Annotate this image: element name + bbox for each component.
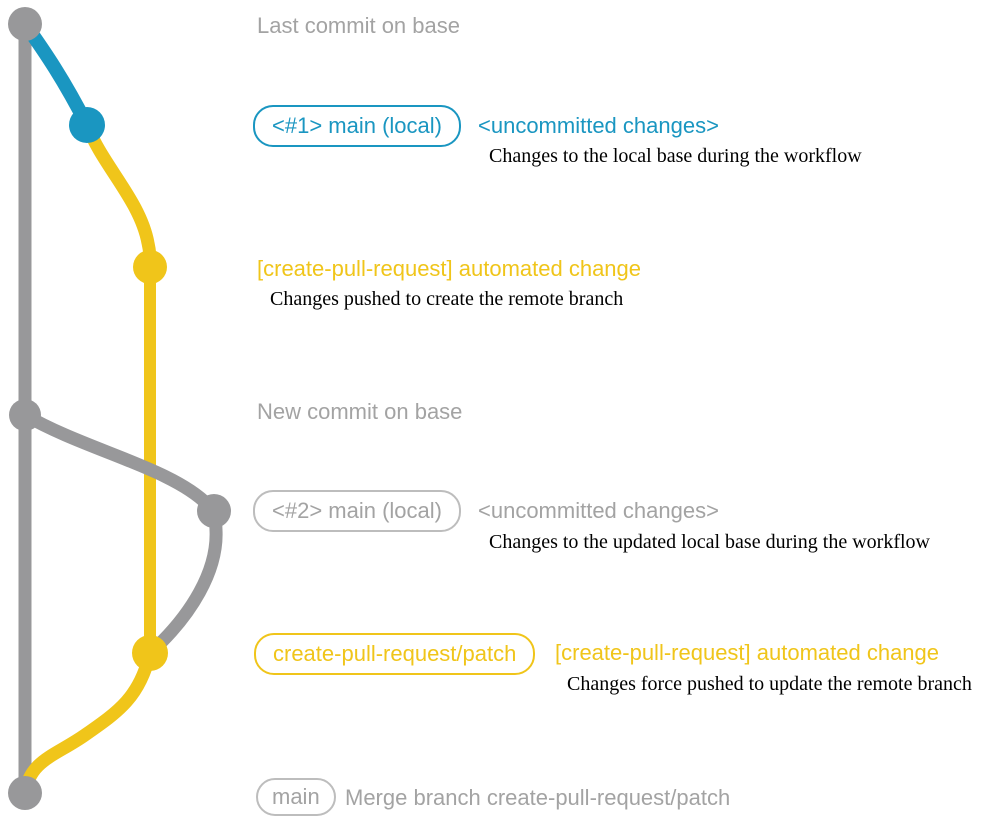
remote-branch-create-curve bbox=[80, 122, 157, 268]
automated-change-description-1: Changes pushed to create the remote bran… bbox=[270, 288, 624, 310]
branch-badge-main-local-2: <#2> main (local) bbox=[253, 490, 461, 532]
uncommitted-changes-heading-2: <uncommitted changes> bbox=[478, 498, 719, 523]
automated-change-description-2: Changes force pushed to update the remot… bbox=[567, 673, 972, 695]
branch-badge-create-pull-request-patch: create-pull-request/patch bbox=[254, 633, 536, 675]
commit-dot-automated-1 bbox=[133, 250, 167, 284]
uncommitted-changes-description-2: Changes to the updated local base during… bbox=[489, 531, 930, 553]
merge-commit-label: Merge branch create-pull-request/patch bbox=[345, 785, 731, 810]
commit-dot-merge bbox=[8, 776, 42, 810]
uncommitted-changes-description-1: Changes to the local base during the wor… bbox=[489, 145, 862, 167]
automated-change-heading-1: [create-pull-request] automated change bbox=[257, 256, 642, 281]
branch-badge-main-local-1: <#1> main (local) bbox=[253, 105, 461, 147]
commit-dot-uncommitted-1 bbox=[69, 107, 105, 143]
uncommitted-changes-heading-1: <uncommitted changes> bbox=[478, 113, 719, 138]
commit-graph bbox=[8, 7, 231, 810]
commit-dot-last-base bbox=[8, 7, 42, 41]
commit-dot-new-base bbox=[9, 399, 41, 431]
local-changes-curve-2 bbox=[21, 409, 223, 658]
automated-change-heading-2: [create-pull-request] automated change bbox=[555, 640, 940, 665]
merge-curve bbox=[18, 651, 157, 795]
branch-badge-main: main bbox=[256, 778, 336, 816]
commit-dot-automated-2 bbox=[132, 635, 168, 671]
new-commit-label: New commit on base bbox=[257, 399, 463, 424]
commit-dot-uncommitted-2 bbox=[197, 494, 231, 528]
last-commit-label: Last commit on base bbox=[257, 13, 460, 38]
